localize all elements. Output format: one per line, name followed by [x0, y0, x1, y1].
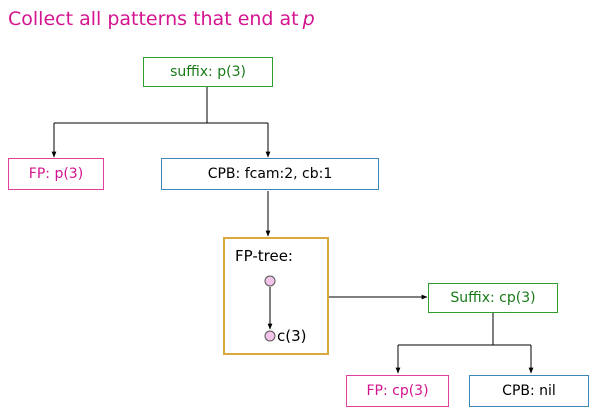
title-text: Collect all patterns that end at	[8, 8, 299, 30]
suffix-p-box: suffix: p(3)	[143, 57, 273, 87]
fp-p-box: FP: p(3)	[8, 158, 104, 190]
cpb-p-label: CPB: fcam:2, cb:1	[207, 166, 333, 182]
tree-leaf-node	[264, 330, 276, 342]
fptree-box: FP-tree: c(3)	[223, 237, 329, 355]
tree-leaf-label: c(3)	[277, 327, 307, 345]
suffix-p-label: suffix: p(3)	[170, 64, 246, 80]
fptree-label: FP-tree:	[235, 247, 293, 265]
cpb-cp-box: CPB: nil	[469, 375, 589, 407]
cpb-cp-label: CPB: nil	[502, 383, 556, 399]
cpb-p-box: CPB: fcam:2, cb:1	[161, 158, 379, 190]
fp-cp-box: FP: cp(3)	[346, 375, 449, 407]
fptree-graph	[264, 275, 276, 342]
fp-cp-label: FP: cp(3)	[366, 383, 429, 399]
title-variable: p	[302, 8, 315, 30]
tree-root-node	[264, 275, 276, 287]
fp-p-label: FP: p(3)	[28, 166, 84, 182]
suffix-cp-box: Suffix: cp(3)	[428, 283, 558, 313]
suffix-cp-label: Suffix: cp(3)	[450, 290, 536, 306]
